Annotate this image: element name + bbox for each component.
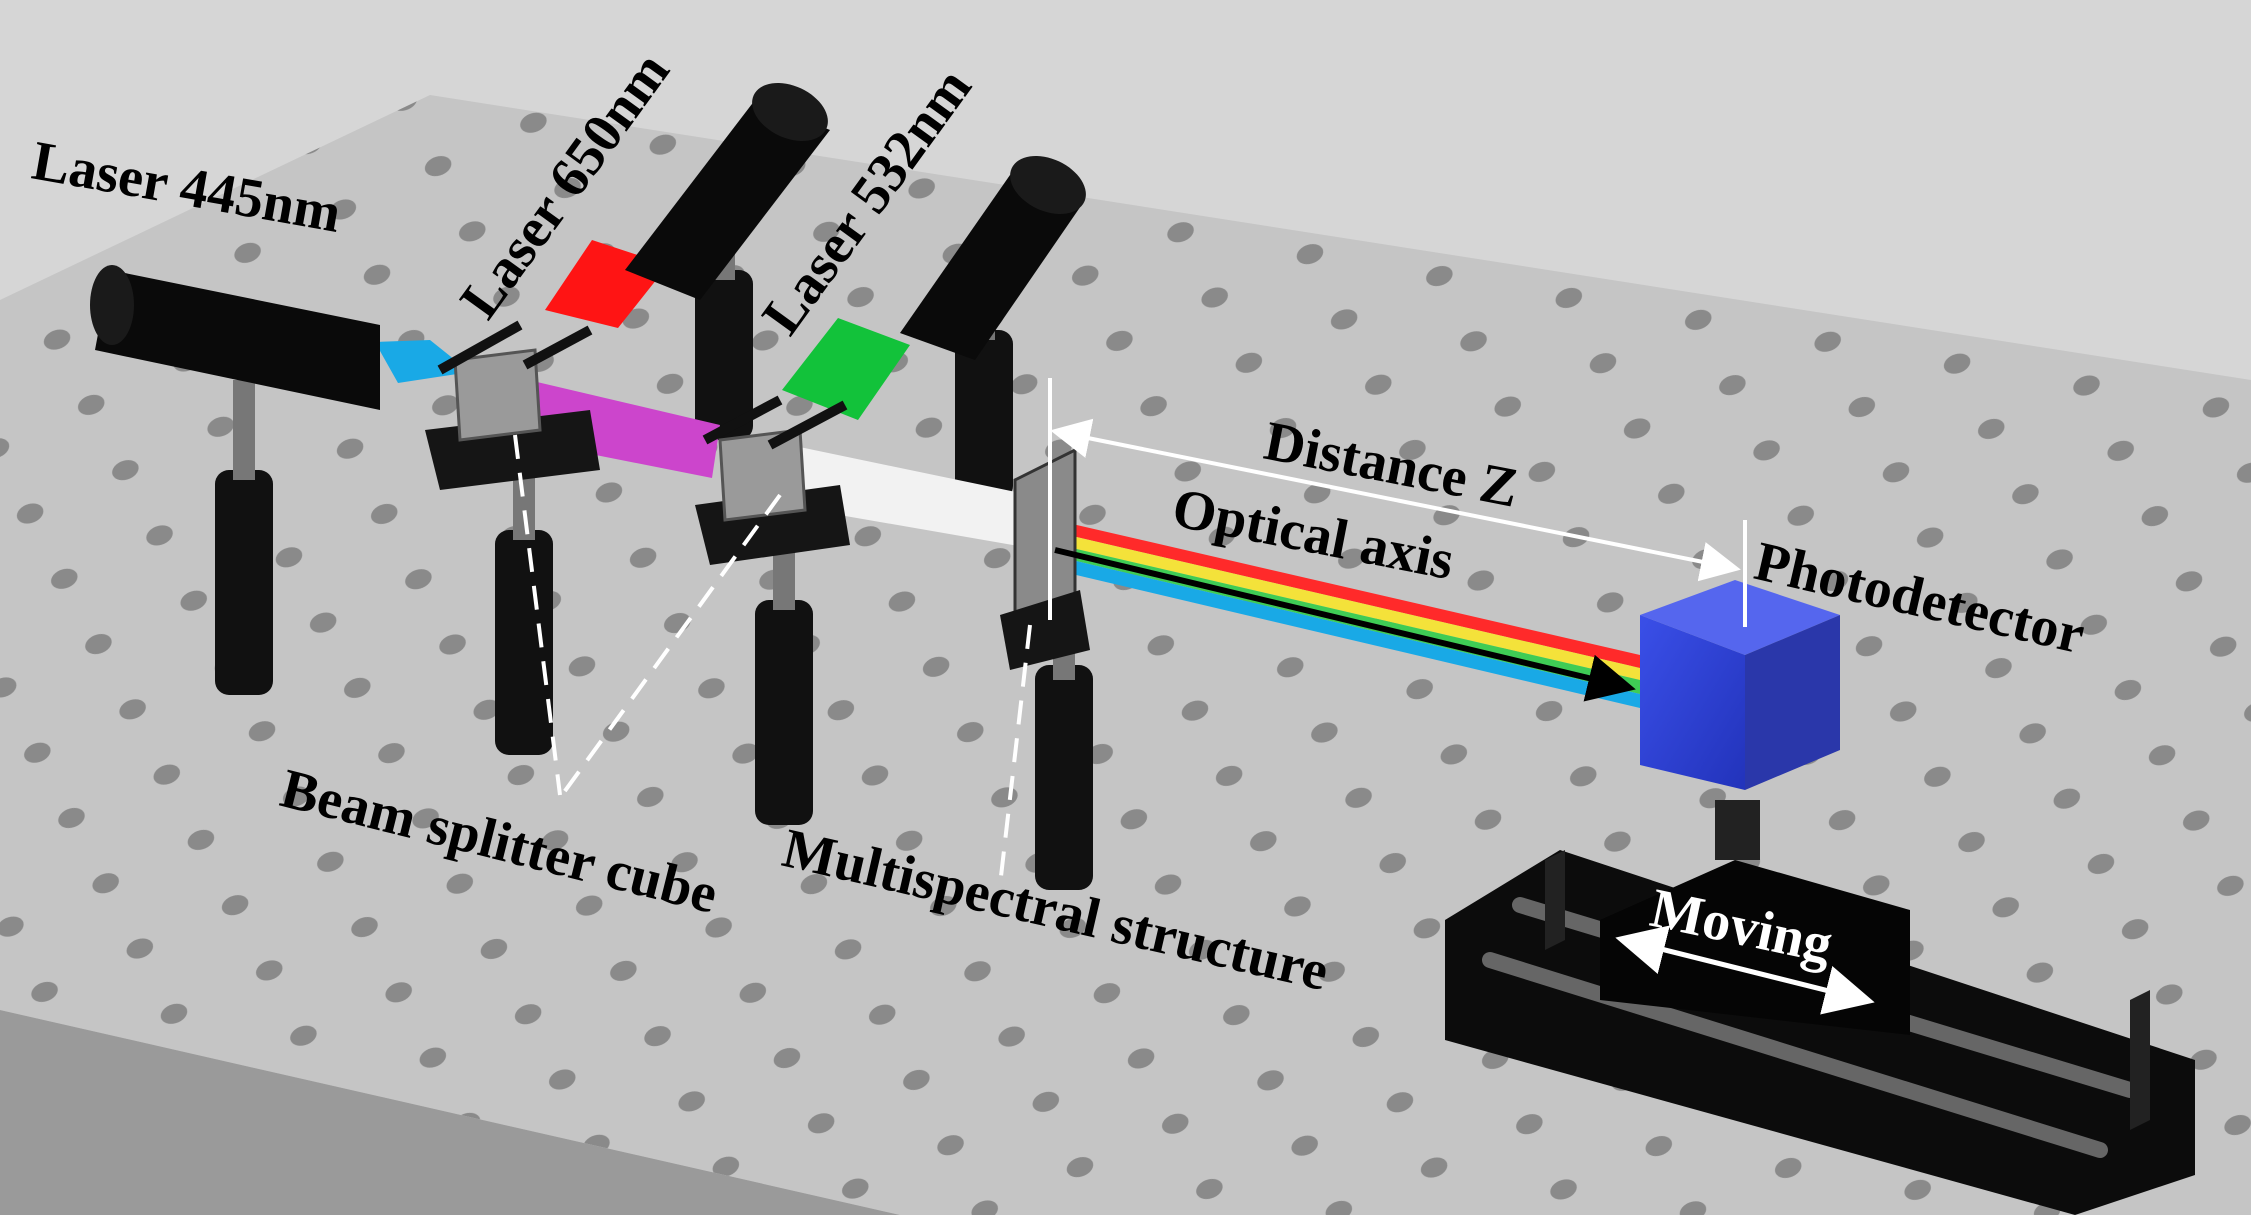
beam-out-blue bbox=[1055, 556, 1640, 708]
beam-532 bbox=[782, 318, 910, 420]
laser-650-body bbox=[625, 82, 830, 300]
beam-splitter-cubes bbox=[425, 320, 850, 565]
post-4 bbox=[755, 600, 813, 825]
splitter-clamp-2 bbox=[702, 395, 783, 445]
post-1 bbox=[215, 470, 273, 695]
post-1-rod bbox=[233, 380, 255, 480]
splitter-cube-1 bbox=[453, 348, 542, 442]
moving-arrow bbox=[1615, 925, 1875, 1015]
photodetector-cube bbox=[1640, 580, 1840, 860]
table-edge bbox=[0, 1010, 900, 1215]
splitter-pointer-2 bbox=[560, 493, 782, 797]
rail-rod-2 bbox=[1482, 952, 2108, 1158]
splitter-clamp-1 bbox=[437, 320, 523, 375]
annotation-lines bbox=[513, 378, 1875, 1015]
beam-combined-magenta bbox=[510, 378, 720, 478]
distance-z-arrow bbox=[1050, 418, 1741, 582]
stage-endplate-left bbox=[1545, 850, 1565, 950]
splitter-cube-2 bbox=[718, 428, 807, 522]
splitter-clamp-1b bbox=[522, 325, 593, 370]
grating-mount bbox=[1000, 590, 1090, 670]
beam-combined-white bbox=[782, 445, 1030, 548]
splitter-pointer-1 bbox=[513, 434, 562, 796]
multispectral-structure bbox=[1000, 447, 1090, 670]
beam-445 bbox=[375, 340, 470, 383]
laser-532-body bbox=[900, 155, 1086, 360]
photodetector-post bbox=[1715, 800, 1760, 860]
laser-445-body bbox=[90, 265, 380, 410]
post-6 bbox=[1035, 665, 1093, 890]
lasers bbox=[90, 82, 1086, 410]
splitter-clamp-2b bbox=[767, 400, 848, 450]
post-5 bbox=[955, 330, 1013, 500]
multispectral-pointer bbox=[998, 624, 1032, 886]
post-2 bbox=[495, 530, 553, 755]
stage-endplate-right bbox=[2130, 990, 2150, 1130]
post-3 bbox=[695, 270, 753, 440]
